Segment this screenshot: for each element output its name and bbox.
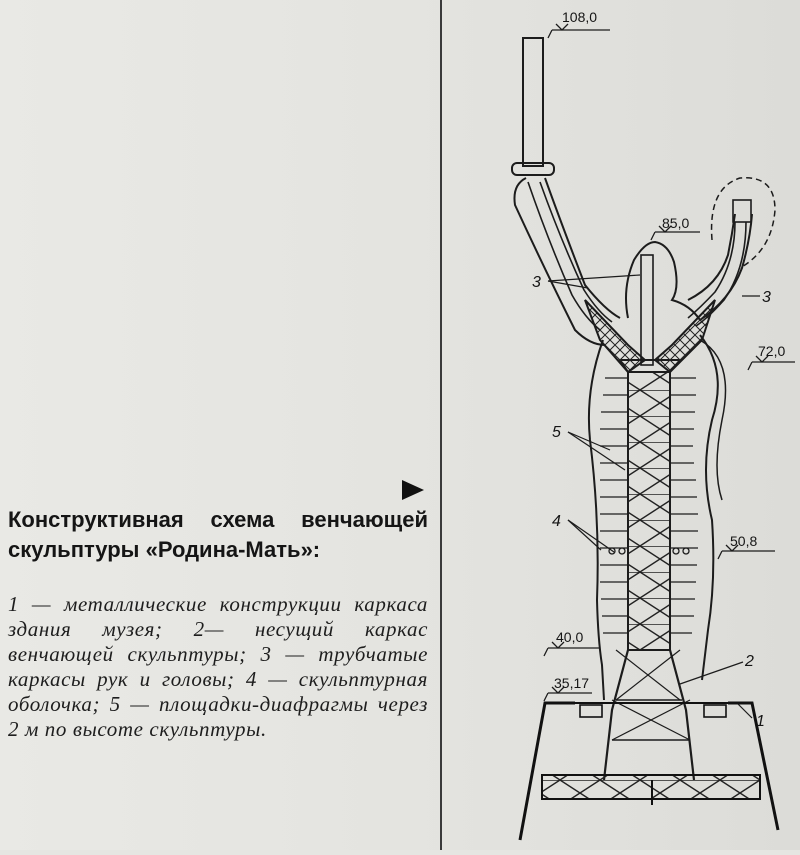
elevation-label-top: 108,0 <box>562 9 597 25</box>
callout-label-5: 5 <box>552 424 561 441</box>
callout-label-2: 2 <box>744 653 754 670</box>
callout-label-1: 1 <box>756 713 765 730</box>
arm-tube-frames <box>527 181 752 366</box>
central-truss <box>602 359 696 781</box>
sculpture-shell <box>513 177 776 701</box>
diaphragm-platforms <box>600 377 698 634</box>
caption-legend: 1 — металлические конструкции каркаса зд… <box>8 592 428 741</box>
callout-label-3-left: 3 <box>532 274 541 291</box>
callout-leaders <box>547 274 760 719</box>
elevation-label-head: 85,0 <box>662 215 689 231</box>
elevation-markers <box>543 23 795 702</box>
elevation-label-lower: 40,0 <box>556 629 583 645</box>
museum-building-frame <box>518 701 780 841</box>
shoulder-trusses <box>584 299 716 374</box>
elevation-label-shoulders: 72,0 <box>758 343 785 359</box>
sword <box>511 37 555 176</box>
pointer-triangle-icon <box>402 480 424 500</box>
column-divider <box>440 0 442 850</box>
callout-label-4: 4 <box>552 513 561 530</box>
callout-label-3-right: 3 <box>762 289 771 306</box>
caption-title: Конструктивная схема венчающей скульптур… <box>8 507 428 562</box>
sculpture-diagram: 108,0 85,0 72,0 50,8 40,0 35,17 3 3 5 4 … <box>442 0 800 850</box>
elevation-label-mid: 50,8 <box>730 533 757 549</box>
elevation-label-base: 35,17 <box>554 675 589 691</box>
